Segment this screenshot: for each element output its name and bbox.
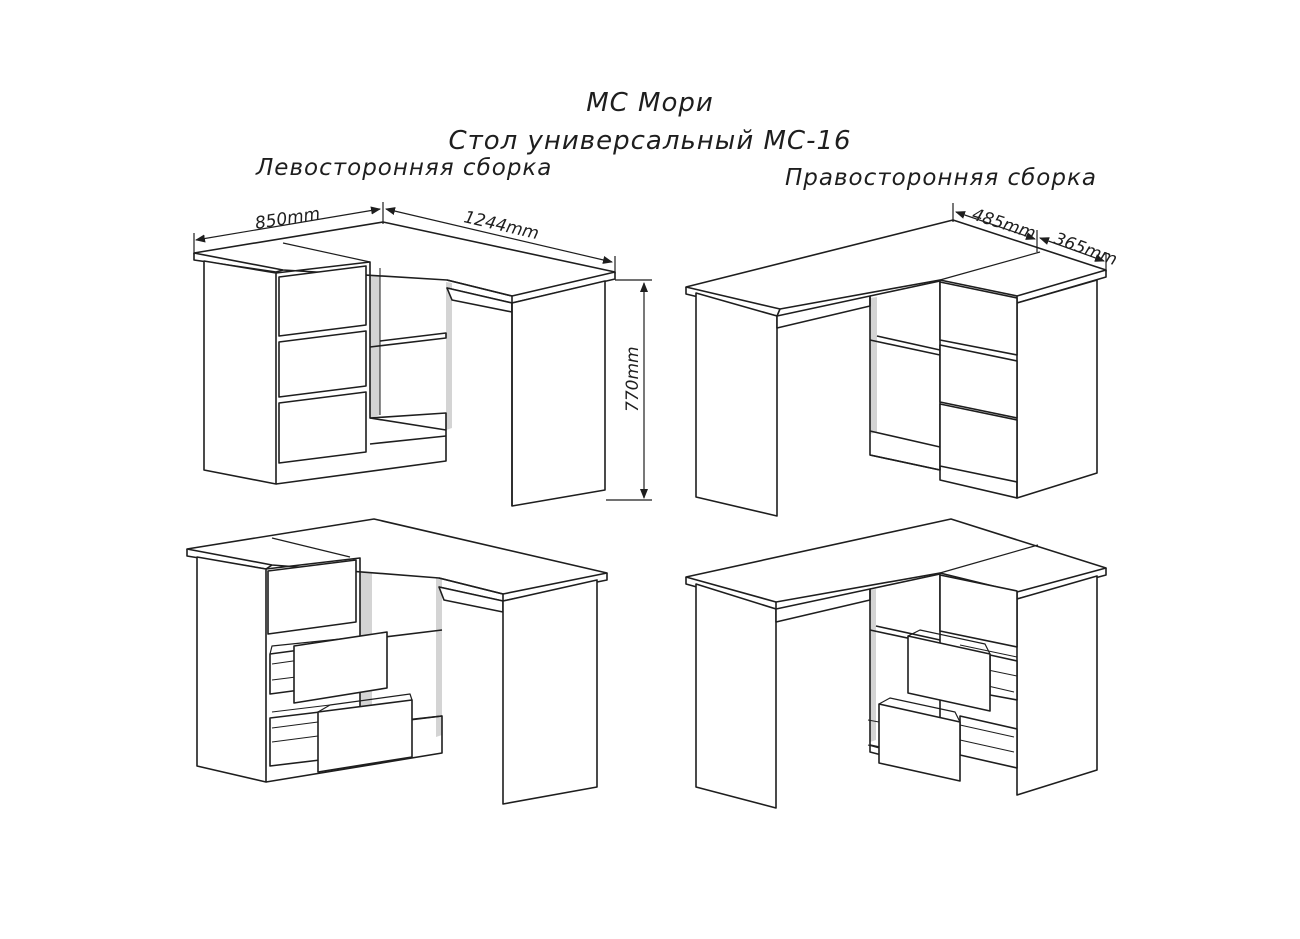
left-assembly-caption: Левосторонняя сборка: [256, 155, 553, 181]
desk-right-open: [685, 518, 1107, 809]
dim-left-depth: 850mm: [254, 204, 322, 234]
dimensions-left: [193, 202, 652, 501]
desk-left-open: [186, 518, 608, 805]
product-title: Стол универсальный МС-16: [448, 126, 852, 156]
dim-left-length: 1244mm: [462, 207, 541, 244]
dimensions-right: [952, 203, 1107, 272]
desk-right-closed: [685, 219, 1107, 517]
brand-title: МС Мори: [586, 88, 714, 118]
dim-height: 770mm: [623, 346, 643, 412]
right-assembly-caption: Правосторонняя сборка: [785, 165, 1097, 191]
desk-left-closed: [193, 221, 616, 507]
